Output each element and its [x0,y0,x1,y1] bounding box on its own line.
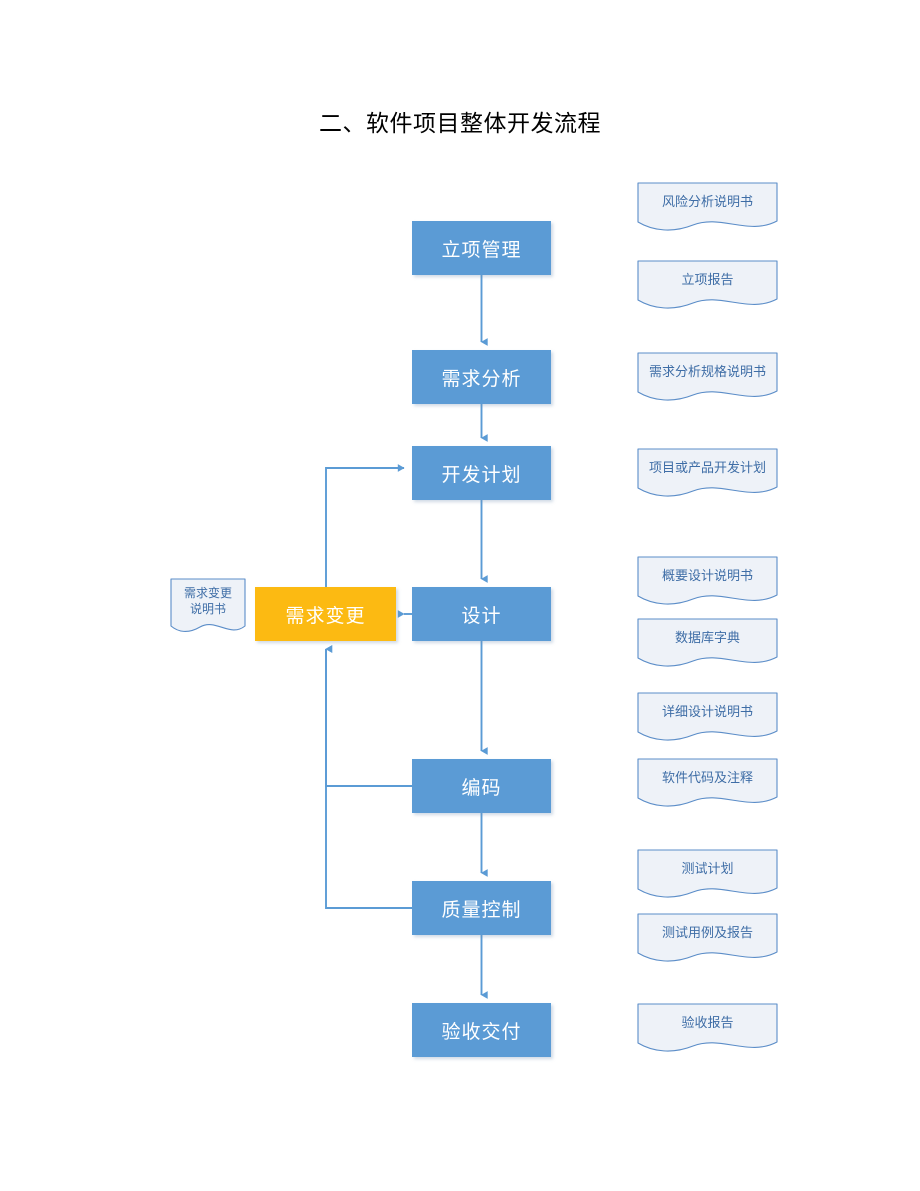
document-label: 测试用例及报告 [661,925,753,940]
connector-quality-to-change [325,645,412,909]
document-requirement-change-spec[interactable]: 需求变更 说明书 [170,578,246,638]
document-detailed-design-spec[interactable]: 详细设计说明书 [637,692,778,742]
document-shape-icon [170,578,246,632]
document-label: 立项报告 [681,272,734,287]
document-requirement-analysis-spec[interactable]: 需求分析规格说明书 [637,352,778,402]
connector-coding-to-change [325,645,412,787]
document-shape-icon [637,352,778,401]
document-shape-icon [637,1003,778,1052]
process-box-coding[interactable]: 编码 [412,759,551,813]
process-label: 立项管理 [441,239,522,261]
document-shape-icon [637,849,778,898]
process-label: 需求变更 [285,605,366,627]
document-project-initiation-report[interactable]: 立项报告 [637,260,778,310]
document-label: 数据库字典 [674,630,740,645]
process-label: 编码 [461,777,502,799]
process-box-quality-control[interactable]: 质量控制 [412,881,551,935]
document-database-dictionary[interactable]: 数据库字典 [637,618,778,668]
process-box-requirement-change[interactable]: 需求变更 [255,587,396,641]
document-label: 风险分析说明书 [661,194,753,209]
document-label-line2: 说明书 [189,602,226,616]
page-title: 二、软件项目整体开发流程 [319,110,601,136]
document-risk-analysis-spec[interactable]: 风险分析说明书 [637,182,778,232]
process-label: 设计 [461,605,502,627]
document-test-cases-and-report[interactable]: 测试用例及报告 [637,913,778,963]
document-label: 软件代码及注释 [661,770,753,785]
process-box-design[interactable]: 设计 [412,587,551,641]
process-box-acceptance-delivery[interactable]: 验收交付 [412,1003,551,1057]
process-label: 质量控制 [441,899,522,921]
document-label: 验收报告 [681,1015,734,1030]
document-label: 概要设计说明书 [661,568,753,583]
document-software-code-and-comments[interactable]: 软件代码及注释 [637,758,778,808]
document-label: 需求分析规格说明书 [648,364,766,379]
document-shape-icon [637,618,778,667]
process-box-development-plan[interactable]: 开发计划 [412,446,551,500]
document-shape-icon [637,556,778,605]
document-shape-icon [637,758,778,807]
document-label: 详细设计说明书 [661,704,753,719]
document-shape-icon [637,448,778,497]
document-label: 项目或产品开发计划 [648,460,766,475]
connector-change-to-plan [325,464,405,587]
process-box-requirement-analysis[interactable]: 需求分析 [412,350,551,404]
document-shape-icon [637,913,778,962]
document-shape-icon [637,260,778,309]
process-box-project-initiation[interactable]: 立项管理 [412,221,551,275]
document-label: 测试计划 [681,861,734,876]
process-label: 验收交付 [441,1021,522,1043]
document-acceptance-report[interactable]: 验收报告 [637,1003,778,1053]
document-shape-icon [637,182,778,231]
process-label: 开发计划 [441,464,522,486]
document-label-line1: 需求变更 [183,586,232,600]
document-outline-design-spec[interactable]: 概要设计说明书 [637,556,778,606]
document-shape-icon [637,692,778,741]
document-project-or-product-dev-plan[interactable]: 项目或产品开发计划 [637,448,778,498]
document-test-plan[interactable]: 测试计划 [637,849,778,899]
process-label: 需求分析 [441,368,522,390]
